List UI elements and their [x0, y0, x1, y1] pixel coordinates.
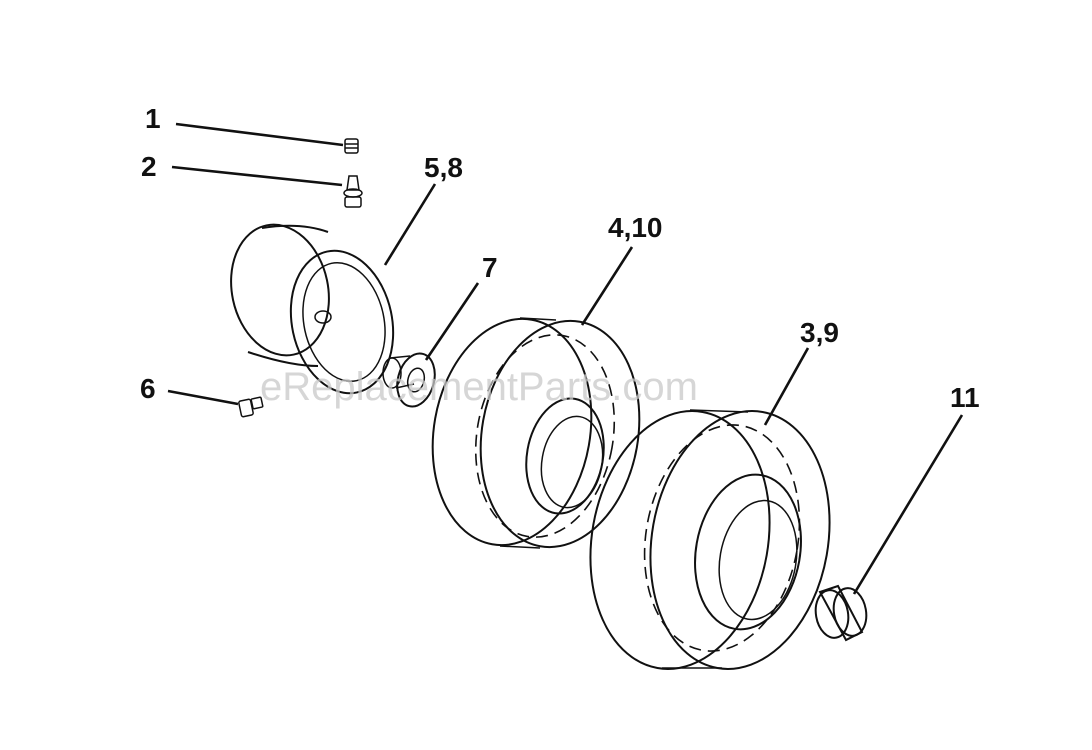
callout-labels: 1 2 5,8 7 4,10 3,9 6 11	[140, 103, 980, 413]
callout-6: 6	[140, 373, 156, 404]
callout-2: 2	[141, 151, 157, 182]
leader-5-8	[383, 183, 437, 266]
callout-11: 11	[950, 382, 980, 413]
leader-11	[852, 414, 964, 595]
grease-fitting-icon	[238, 396, 264, 418]
callout-5-8: 5,8	[424, 152, 463, 183]
hub-cap-icon	[814, 584, 868, 642]
callout-3-9: 3,9	[800, 317, 839, 348]
spacer-washer-icon	[382, 352, 436, 408]
watermark-text: eReplacementParts.com	[260, 365, 698, 409]
valve-cap-icon	[344, 138, 359, 154]
leader-6	[167, 389, 239, 406]
callout-7: 7	[482, 252, 498, 283]
callout-4-10: 4,10	[608, 212, 663, 243]
callout-1: 1	[145, 103, 161, 134]
wheel-rim-icon	[230, 223, 395, 395]
leader-lines	[167, 122, 964, 595]
rear-tire-icon	[589, 409, 831, 670]
valve-stem-icon	[343, 175, 363, 208]
leader-4-10	[580, 246, 634, 326]
leader-3-9	[763, 347, 810, 426]
leader-7	[424, 282, 480, 361]
leader-1	[175, 122, 344, 147]
front-tire-icon	[431, 317, 641, 549]
leader-2	[171, 165, 343, 187]
